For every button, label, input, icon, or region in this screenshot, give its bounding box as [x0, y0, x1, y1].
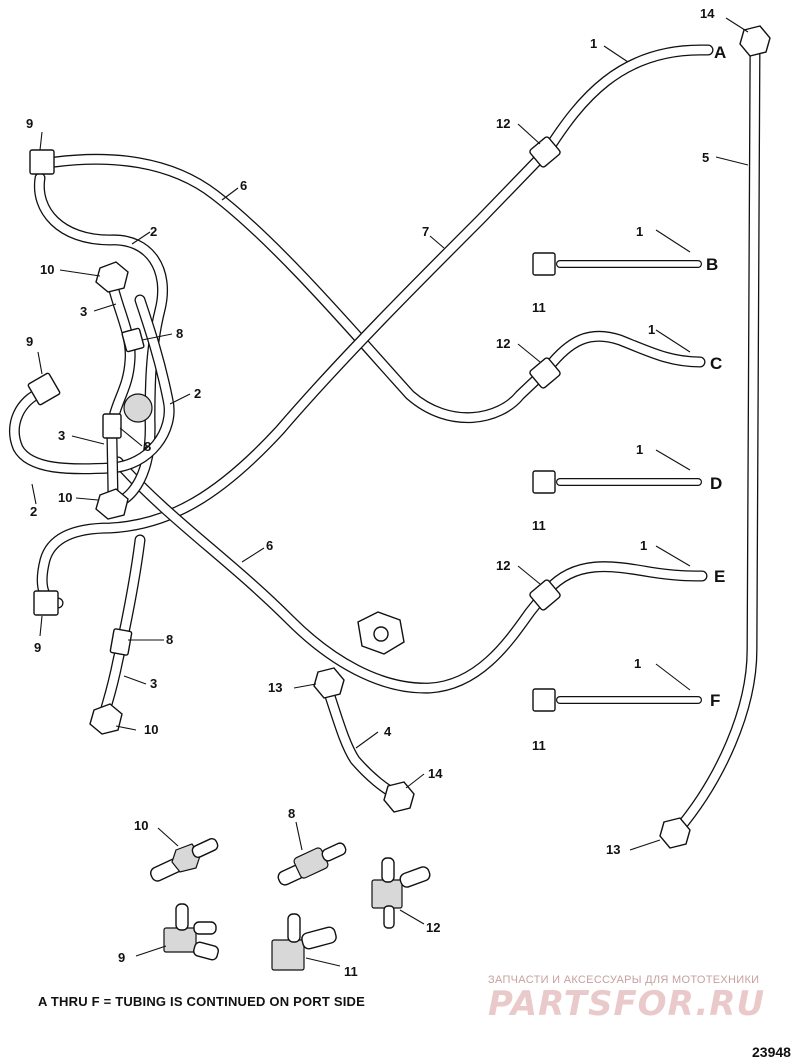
callout-6-lower: 6 [266, 538, 273, 553]
callout-2-mid: 2 [194, 386, 201, 401]
check-valve-8-mid [102, 413, 122, 439]
check-valve-8-low [109, 628, 133, 656]
callout-3-top: 3 [80, 304, 87, 319]
callout-4: 4 [384, 724, 392, 739]
detail-9-tee: 9 [118, 903, 219, 965]
callout-14-top: 14 [700, 6, 715, 21]
letter-e: E [714, 567, 725, 586]
tube-end-letters: A B C D E F [706, 43, 726, 710]
callout-13-mid: 13 [268, 680, 282, 695]
tube-7 [36, 154, 544, 609]
callout-numbers: 1 12 5 14 9 6 7 2 1 10 3 8 11 12 1 9 2 3… [26, 6, 715, 857]
callout-2-low: 2 [30, 504, 37, 519]
callout-5: 5 [702, 150, 709, 165]
callout-13-low: 13 [606, 842, 620, 857]
detail-callout-11: 11 [344, 964, 358, 979]
detail-11-elbow: 11 [271, 913, 358, 979]
hex-10-top [95, 261, 129, 293]
callout-11-d: 11 [532, 518, 546, 533]
detail-callout-10: 10 [134, 818, 148, 833]
callout-7: 7 [422, 224, 429, 239]
elbow-9-top [29, 149, 55, 175]
elbow-11-d [532, 470, 556, 494]
coupler-12-e [529, 579, 561, 611]
callout-3-mid: 3 [58, 428, 65, 443]
callout-1-a: 1 [590, 36, 597, 51]
detail-12-tee: 12 [371, 857, 440, 935]
callout-9-top: 9 [26, 116, 33, 131]
elbow-11-b [532, 252, 556, 276]
callout-12-a: 12 [496, 116, 510, 131]
letter-b: B [706, 255, 718, 274]
callout-9-low: 9 [34, 640, 41, 655]
hex-13-mid [313, 667, 345, 699]
letter-a: A [714, 43, 726, 62]
hex-13-low [659, 817, 691, 849]
detail-callout-12: 12 [426, 920, 440, 935]
callout-8-mid: 8 [144, 439, 151, 454]
callout-1-c: 1 [648, 322, 655, 337]
plug [123, 393, 153, 423]
callout-12-e: 12 [496, 558, 510, 573]
letter-f: F [710, 691, 720, 710]
hex-10-mid [95, 488, 129, 520]
callout-10-mid: 10 [58, 490, 72, 505]
callout-1-e: 1 [640, 538, 647, 553]
hex-10-low [89, 703, 123, 735]
hex-14-top [739, 25, 771, 57]
letter-d: D [710, 474, 722, 493]
callout-2-upper: 2 [150, 224, 157, 239]
callout-10-low: 10 [144, 722, 158, 737]
detail-8-check-valve: 8 [277, 806, 347, 886]
leader-lines [31, 17, 749, 851]
callout-9-mid: 9 [26, 334, 33, 349]
callout-11-b: 11 [532, 300, 546, 315]
callout-11-f: 11 [532, 738, 546, 753]
detail-parts: 10 8 12 9 [118, 806, 440, 979]
drawing-number: 23948 [752, 1044, 791, 1060]
detail-10-hex-connector: 10 [134, 818, 219, 882]
coupler-12-c [529, 357, 561, 389]
callout-10-top: 10 [40, 262, 54, 277]
callout-1-b: 1 [636, 224, 643, 239]
watermark-logo: PARTSFOR.RU [488, 984, 766, 1024]
callout-1-f: 1 [634, 656, 641, 671]
callout-1-d: 1 [636, 442, 643, 457]
watermark-tagline: ЗАПЧАСТИ И АКСЕССУАРЫ ДЛЯ МОТОТЕХНИКИ [488, 974, 760, 986]
elbow-9-low [33, 590, 59, 616]
elbow-11-f [532, 688, 556, 712]
callout-12-c: 12 [496, 336, 510, 351]
coupler-12-a [529, 136, 561, 168]
callout-14-mid: 14 [428, 766, 443, 781]
callout-8-top: 8 [176, 326, 183, 341]
footnote: A THRU F = TUBING IS CONTINUED ON PORT S… [38, 994, 365, 1009]
hex-14-mid [383, 781, 415, 813]
callout-8-low: 8 [166, 632, 173, 647]
detail-callout-8: 8 [288, 806, 295, 821]
callout-6-upper: 6 [240, 178, 247, 193]
tubing [8, 42, 761, 836]
letter-c: C [710, 354, 722, 373]
elbow-9-mid [27, 372, 61, 406]
callout-3-low: 3 [150, 676, 157, 691]
check-valve-8-top [121, 327, 145, 353]
fittings [27, 25, 771, 849]
detail-callout-9: 9 [118, 950, 125, 965]
